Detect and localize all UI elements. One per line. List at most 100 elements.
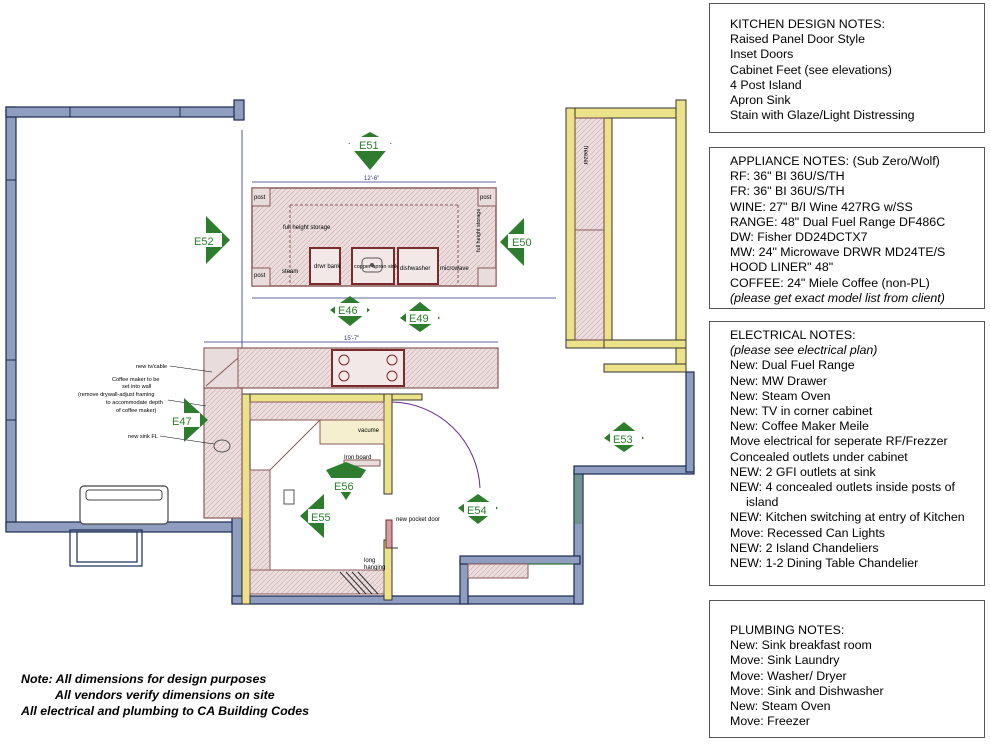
plumbing-note-item: Move: Sink and Dishwasher: [730, 683, 884, 698]
electrical-note-item: Move electrical for seperate RF/Frezzer: [730, 434, 948, 449]
door-swing: [391, 401, 481, 489]
marker-e54-label: E54: [467, 505, 487, 517]
electrical-note-continuation: island: [746, 495, 779, 510]
marker-e47-label: E47: [172, 416, 192, 428]
breakfast-counter: [467, 474, 582, 579]
footnote-line-3: All electrical and plumbing to CA Buildi…: [21, 704, 309, 718]
plumbing-note-item: New: Sink breakfast room: [730, 638, 872, 653]
left-wall-cabinets: [203, 387, 243, 519]
floor-plan: post post post full height storage steam…: [5, 99, 695, 605]
coffee-note-1: Coffee maker to be: [112, 377, 159, 383]
bench: [79, 485, 169, 525]
electrical-notes: ELECTRICAL NOTES: (please see electrical…: [709, 321, 985, 586]
electrical-notes-subheading: (please see electrical plan): [730, 343, 878, 358]
marker-e53: E53: [604, 422, 644, 452]
marker-e56: E56: [326, 462, 366, 500]
kitchen-note-item: Raised Panel Door Style: [730, 32, 865, 47]
marker-e46: E46: [330, 296, 370, 326]
electrical-note-item: NEW: 4 concealed outlets inside posts of: [730, 480, 955, 495]
kitchen-note-item: Cabinet Feet (see elevations): [730, 62, 892, 77]
marker-e51: E51: [348, 132, 392, 170]
marker-e55-label: E55: [311, 512, 331, 524]
marker-e56-label: E56: [334, 481, 354, 493]
label-post-2: post: [480, 195, 492, 201]
electrical-note-item: Concealed outlets under cabinet: [730, 449, 908, 464]
appliance-note-item: WINE: 27" B/I Wine 427RG w/SS: [730, 199, 913, 214]
marker-e53-label: E53: [613, 434, 633, 446]
appliance-note-item: DW: Fisher DD24DCTX7: [730, 230, 868, 245]
electrical-note-item: New: MW Drawer: [730, 373, 828, 388]
label-steam: steam: [282, 269, 298, 275]
label-freezer: freezer: [582, 146, 588, 165]
electrical-note-item: NEW: 2 Island Chandeliers: [730, 540, 879, 555]
label-copper-apron-sink: copper apron sink: [354, 264, 398, 270]
kitchen-note-item: Inset Doors: [730, 47, 794, 62]
coffee-note-2: set into wall: [122, 384, 151, 390]
electrical-note-item: Move: Recessed Can Lights: [730, 525, 885, 540]
plumbing-note-item: Move: Sink Laundry: [730, 653, 840, 668]
pantry-cabinets: [249, 401, 385, 595]
marker-e46-label: E46: [338, 305, 358, 317]
elevation-markers: E51 E52 E50 E46 E49 E47: [168, 132, 644, 538]
appliance-note-item: RF: 36" BI 36U/S/TH: [730, 169, 845, 184]
electrical-note-item: NEW: Kitchen switching at entry of Kitch…: [730, 510, 965, 525]
marker-e50: E50: [500, 218, 542, 266]
plumbing-note-item: New: Steam Oven: [730, 699, 831, 714]
label-dishwasher: dishwasher: [400, 266, 430, 272]
interior-walls: [241, 99, 687, 605]
kitchen-note-item: Apron Sink: [730, 93, 791, 108]
electrical-note-item: NEW: 1-2 Dining Table Chandelier: [730, 556, 919, 571]
window-marks: [6, 107, 181, 421]
kitchen-island: post post post full height storage steam…: [251, 187, 497, 287]
dim-island-width: 12'-6": [364, 176, 379, 182]
label-full-height-storage-2: full height storage: [476, 209, 482, 252]
appliance-notes: APPLIANCE NOTES: (Sub Zero/Wolf) RF: 36"…: [709, 147, 985, 309]
kitchen-notes-heading: KITCHEN DESIGN NOTES:: [730, 17, 885, 31]
label-vacume: vacume: [358, 428, 380, 434]
plumbing-notes: PLUMBING NOTES: New: Sink breakfast room…: [709, 600, 985, 738]
electrical-note-item: New: Dual Fuel Range: [730, 358, 855, 373]
coffee-note-3: (remove drywall-adjust framing: [78, 392, 154, 398]
marker-e54: E54: [458, 494, 498, 524]
coffee-note-5: of coffee maker): [116, 408, 156, 414]
marker-e52-label: E52: [194, 236, 214, 248]
label-new-tv-cable: new tv/cable: [136, 364, 167, 370]
dim-range-wall: 15'-7": [344, 336, 359, 342]
marker-e49-label: E49: [409, 313, 429, 325]
label-microwave: microwave: [440, 266, 469, 272]
marker-e51-label: E51: [359, 140, 379, 152]
label-iron-board: Iron board: [344, 455, 371, 461]
marker-e52: E52: [190, 216, 230, 264]
annotations: new tv/cable Coffee maker to be set into…: [78, 364, 215, 445]
pocket-door: [385, 519, 398, 549]
label-long-hanging-1: long: [364, 558, 375, 564]
label-long-hanging-2: hanging: [364, 565, 385, 571]
marker-e47: E47: [168, 398, 208, 442]
design-footnote: Note: All dimensions for design purposes…: [21, 671, 309, 719]
label-new-pocket-door: new pocket door: [396, 517, 440, 523]
electrical-note-item: New: Steam Oven: [730, 388, 831, 403]
label-drwr-bank: drwr bank: [314, 264, 341, 270]
kitchen-note-item: 4 Post Island: [730, 77, 802, 92]
marker-e50-label: E50: [512, 237, 532, 249]
electrical-note-item: New: TV in corner cabinet: [730, 404, 873, 419]
label-post-3: post: [254, 273, 266, 279]
coffee-note-4: to accommodate depth: [106, 400, 163, 406]
kitchen-design-notes: KITCHEN DESIGN NOTES: Raised Panel Door …: [709, 3, 985, 133]
range-wall-cabinets: [203, 347, 499, 389]
appliance-notes-heading: APPLIANCE NOTES: (Sub Zero/Wolf): [730, 154, 940, 168]
freezer-tall-cabinet: freezer: [574, 117, 605, 341]
appliance-notes-footer: (please get exact model list from client…: [730, 290, 945, 305]
plumbing-notes-heading: PLUMBING NOTES:: [730, 623, 845, 637]
label-post-1: post: [254, 195, 266, 201]
electrical-note-item: New: Coffee Maker Meile: [730, 419, 869, 434]
kitchen-note-item: Stain with Glaze/Light Distressing: [730, 108, 915, 123]
electrical-note-item: NEW: 2 GFI outlets at sink: [730, 464, 876, 479]
footnote-line-2: All vendors verify dimensions on site: [55, 688, 275, 702]
plumbing-note-item: Move: Freezer: [730, 714, 810, 729]
plumbing-note-item: Move: Washer/ Dryer: [730, 668, 847, 683]
appliance-note-item: MW: 24" Microwave DRWR MD24TE/S: [730, 245, 946, 260]
label-full-height-storage-1: full height storage: [283, 225, 331, 231]
marker-e49: E49: [400, 302, 440, 332]
footnote-line-1: Note: All dimensions for design purposes: [21, 672, 267, 686]
